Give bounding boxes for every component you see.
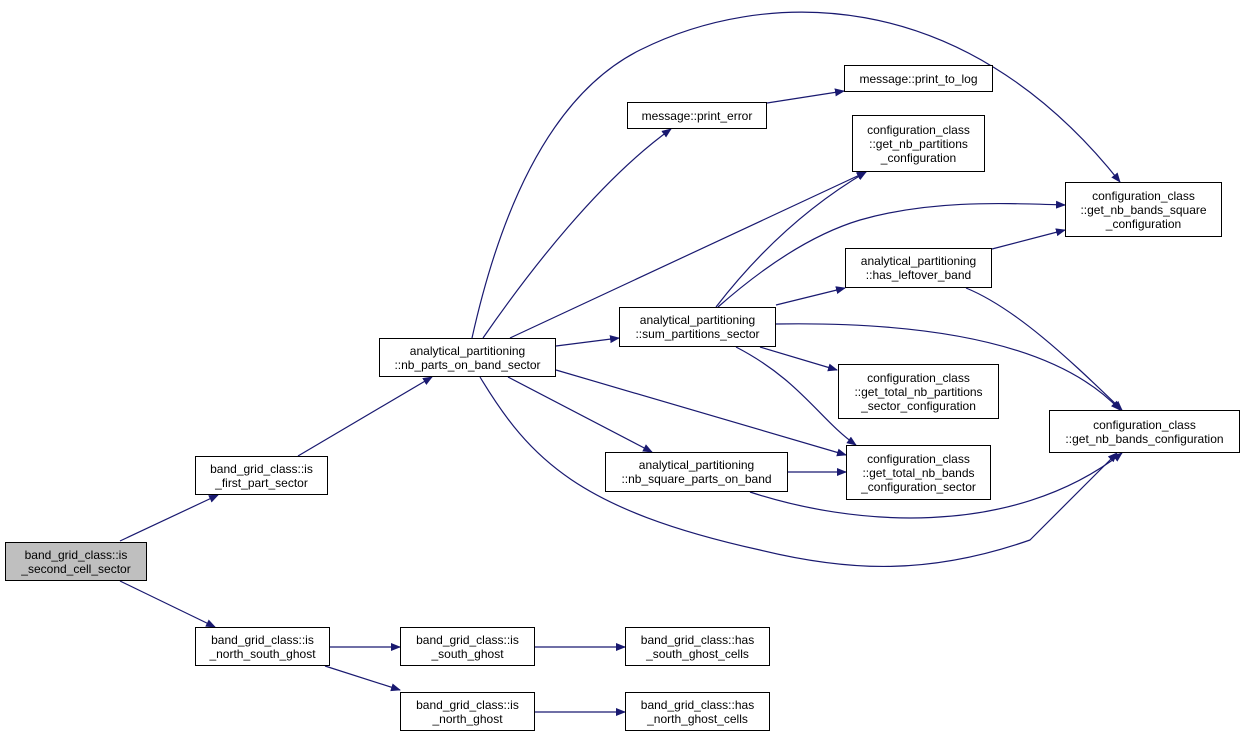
- node-label-line: _north_south_ghost: [209, 646, 316, 661]
- edge-n4-n5: [766, 88, 845, 104]
- edge-n12-n11: [749, 452, 1123, 519]
- graph-node-n17[interactable]: band_grid_class::has_north_ghost_cells: [625, 692, 770, 731]
- node-label-line: analytical_partitioning: [638, 458, 755, 472]
- node-label-line: message::print_error: [641, 108, 753, 123]
- node-label-line: _second_cell_sector: [21, 561, 131, 576]
- node-label-line: _configuration_sector: [861, 479, 976, 494]
- node-label-line: configuration_class: [867, 451, 970, 466]
- node-label-line: _configuration: [1105, 216, 1182, 231]
- graph-node-n8[interactable]: analytical_partitioning::has_leftover_ba…: [845, 248, 992, 288]
- graph-node-n9[interactable]: analytical_partitioning::sum_partitions_…: [619, 307, 776, 347]
- node-label-line: ::sum_partitions_sector: [635, 327, 760, 341]
- node-label-line: configuration_class: [867, 122, 970, 137]
- node-label-line: configuration_class: [1092, 188, 1195, 203]
- node-label-line: band_grid_class::is: [24, 547, 128, 562]
- edge-n1-n3: [297, 376, 433, 457]
- node-label-line: analytical_partitioning: [639, 313, 756, 327]
- graph-node-n0: band_grid_class::is_second_cell_sector: [5, 542, 147, 581]
- node-label-line: ::nb_parts_on_band_sector: [394, 357, 541, 372]
- node-label-line: analytical_partitioning: [409, 343, 526, 358]
- edge-n9-n6: [715, 171, 867, 308]
- node-label-line: band_grid_class::is: [416, 697, 519, 712]
- node-label-line: band_grid_class::is: [416, 632, 519, 647]
- node-label-line: _north_ghost_cells: [647, 711, 748, 726]
- graph-node-n4[interactable]: message::print_error: [627, 102, 767, 129]
- edge-n3-n9: [555, 335, 620, 347]
- edge-n0-n1: [119, 494, 219, 542]
- node-label-line: ::get_total_nb_partitions: [854, 384, 983, 399]
- graph-node-n3[interactable]: analytical_partitioning::nb_parts_on_ban…: [379, 338, 556, 377]
- node-label-line: configuration_class: [867, 370, 970, 385]
- edge-n3-n13: [555, 369, 847, 457]
- node-label-line: band_grid_class::has: [640, 632, 755, 647]
- graph-node-n7[interactable]: configuration_class::get_nb_bands_square…: [1065, 182, 1222, 237]
- graph-node-n2[interactable]: band_grid_class::is_north_south_ghost: [195, 627, 330, 666]
- node-label-line: ::get_nb_bands_square: [1080, 202, 1207, 217]
- node-label-line: _sector_configuration: [861, 398, 976, 413]
- node-label-line: band_grid_class::is: [211, 632, 314, 647]
- node-label-line: configuration_class: [1093, 417, 1196, 432]
- graph-node-n6[interactable]: configuration_class::get_nb_partitions_c…: [852, 115, 985, 172]
- edge-n3-n4: [482, 128, 672, 339]
- edge-n9-n8: [775, 286, 846, 306]
- node-label-line: analytical_partitioning: [860, 254, 977, 268]
- graph-node-n10[interactable]: configuration_class::get_total_nb_partit…: [838, 364, 999, 419]
- edge-n3-n12: [507, 376, 653, 453]
- graph-node-n12[interactable]: analytical_partitioning::nb_square_parts…: [605, 452, 788, 492]
- node-label-line: ::nb_square_parts_on_band: [621, 472, 772, 486]
- graph-node-n5[interactable]: message::print_to_log: [844, 65, 993, 92]
- node-label-line: ::get_nb_bands_configuration: [1065, 431, 1224, 446]
- node-label-line: band_grid_class::is: [210, 461, 313, 476]
- node-label-line: _first_part_sector: [215, 475, 308, 490]
- edge-n9-n11: [775, 323, 1121, 411]
- graph-node-n15[interactable]: band_grid_class::is_north_ghost: [400, 692, 535, 731]
- graph-node-n1[interactable]: band_grid_class::is_first_part_sector: [195, 456, 328, 495]
- graph-node-n14[interactable]: band_grid_class::is_south_ghost: [400, 627, 535, 666]
- node-label-line: _south_ghost_cells: [646, 646, 749, 661]
- edge-n8-n7: [991, 228, 1066, 250]
- edge-n0-n2: [119, 580, 216, 628]
- node-label-line: ::has_leftover_band: [865, 268, 972, 282]
- graph-node-n11[interactable]: configuration_class::get_nb_bands_config…: [1049, 410, 1240, 453]
- graph-node-n16[interactable]: band_grid_class::has_south_ghost_cells: [625, 627, 770, 666]
- node-label-line: ::get_nb_partitions: [869, 136, 968, 151]
- node-label-line: _configuration: [880, 150, 957, 165]
- node-label-line: _south_ghost: [431, 646, 504, 661]
- edge-n9-n13: [735, 346, 857, 446]
- node-label-line: band_grid_class::has: [640, 697, 755, 712]
- node-label-line: ::get_total_nb_bands: [862, 465, 975, 480]
- edge-n9-n10: [759, 346, 838, 372]
- edge-n9-n7: [717, 200, 1066, 308]
- edge-n8-n11: [965, 287, 1123, 411]
- edge-n3-n6: [509, 171, 867, 339]
- edge-n3-n11: [479, 376, 1118, 568]
- edge-n2-n15: [324, 665, 401, 692]
- graph-node-n13[interactable]: configuration_class::get_total_nb_bands_…: [846, 445, 991, 500]
- node-label-line: _north_ghost: [432, 711, 503, 726]
- node-label-line: message::print_to_log: [859, 71, 978, 86]
- edge-n3-n7: [471, 11, 1121, 339]
